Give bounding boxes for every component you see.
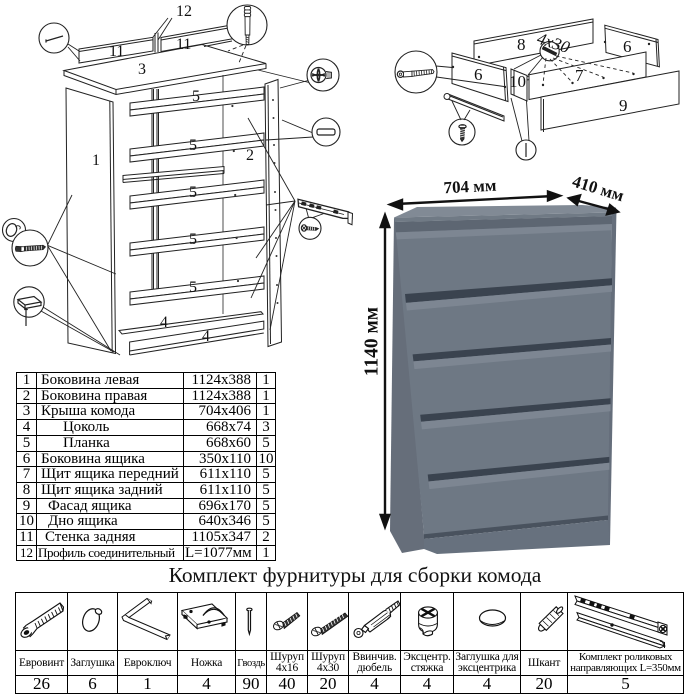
- svg-text:6: 6: [623, 37, 632, 56]
- svg-text:4: 4: [202, 328, 210, 345]
- svg-text:3: 3: [138, 61, 146, 78]
- svg-text:5: 5: [189, 184, 197, 201]
- svg-text:4: 4: [160, 314, 168, 331]
- svg-text:5: 5: [189, 231, 197, 248]
- svg-text:5: 5: [189, 137, 197, 154]
- svg-text:6: 6: [474, 65, 483, 84]
- svg-text:1140 мм: 1140 мм: [361, 307, 382, 376]
- svg-text:11: 11: [109, 43, 124, 60]
- svg-text:704 мм: 704 мм: [443, 176, 497, 198]
- svg-text:2: 2: [246, 147, 254, 164]
- svg-text:7: 7: [575, 66, 584, 85]
- svg-text:9: 9: [619, 96, 628, 115]
- svg-text:5: 5: [189, 279, 197, 296]
- svg-text:10: 10: [509, 72, 526, 91]
- svg-text:11: 11: [176, 36, 191, 53]
- svg-text:8: 8: [517, 35, 526, 54]
- svg-text:12: 12: [176, 3, 192, 20]
- svg-text:1: 1: [92, 152, 100, 169]
- svg-text:5: 5: [192, 88, 200, 105]
